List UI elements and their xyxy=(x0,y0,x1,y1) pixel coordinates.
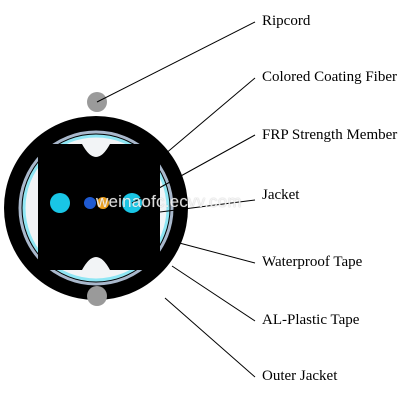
label-outer-jacket: Outer Jacket xyxy=(262,368,338,384)
ripcord-bottom xyxy=(87,286,107,306)
label-al-plastic-tape: AL-Plastic Tape xyxy=(262,312,360,328)
leader-line-frp-strength-member xyxy=(131,134,256,204)
label-frp-strength-member: FRP Strength Member xyxy=(262,127,398,143)
colored-fiber-blue xyxy=(84,197,96,209)
label-ripcord: Ripcord xyxy=(262,13,311,29)
leader-line-waterproof-tape xyxy=(167,239,256,264)
al-plastic-tape xyxy=(18,130,174,286)
frp-strength-member-left xyxy=(50,193,70,213)
leader-line-jacket xyxy=(159,199,256,213)
leader-line-al-plastic-tape xyxy=(171,265,256,322)
label-waterproof-tape: Waterproof Tape xyxy=(262,254,363,270)
label-colored-coating-fiber: Colored Coating Fiber xyxy=(262,69,397,85)
leader-line-outer-jacket xyxy=(164,297,256,378)
label-jacket: Jacket xyxy=(262,187,300,203)
colored-fiber-orange xyxy=(97,197,109,209)
leader-line-ripcord xyxy=(96,21,256,103)
leader-line-colored-coating-fiber xyxy=(157,77,256,161)
watermark-text: weinaofc.ecvv.com xyxy=(96,192,242,211)
